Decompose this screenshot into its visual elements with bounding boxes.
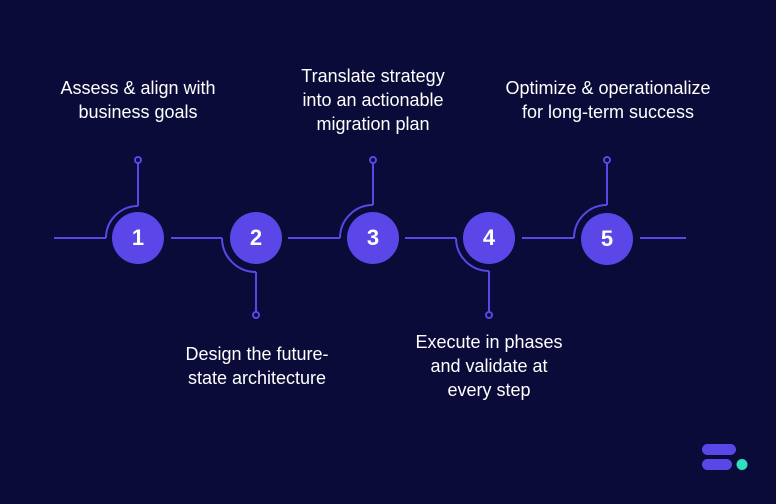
step-5-number: 5 <box>600 226 614 251</box>
step-4-number: 4 <box>482 225 496 250</box>
step-2-stem-dot <box>252 311 260 319</box>
step-1-label: Assess & align with business goals <box>60 78 216 122</box>
step-4-arc <box>455 237 490 272</box>
step-3-arc <box>339 204 374 239</box>
step-1-number: 1 <box>131 225 145 250</box>
step-1-stem-dot <box>134 156 142 164</box>
step-4-circle: 4 <box>463 212 515 264</box>
step-1-arc <box>105 205 139 239</box>
step-3-circle: 3 <box>347 212 399 264</box>
step-1-circle: 1 <box>112 212 164 264</box>
step-2-label: Design the future- state architecture <box>185 344 329 388</box>
brand-logo-icon <box>702 444 748 470</box>
step-3-number: 3 <box>366 225 380 250</box>
step-5-arc <box>573 204 608 239</box>
step-4-label: Execute in phases and validate at every … <box>415 332 563 400</box>
step-5-circle: 5 <box>581 213 633 265</box>
step-3-label: Translate strategy into an actionable mi… <box>301 66 445 134</box>
step-2-arc <box>221 237 257 273</box>
step-2-number: 2 <box>249 225 263 250</box>
step-5-stem-dot <box>603 156 611 164</box>
step-3-stem-dot <box>369 156 377 164</box>
step-2-circle: 2 <box>230 212 282 264</box>
step-5-label: Optimize & operationalize for long-term … <box>505 78 711 122</box>
step-4-stem-dot <box>485 311 493 319</box>
